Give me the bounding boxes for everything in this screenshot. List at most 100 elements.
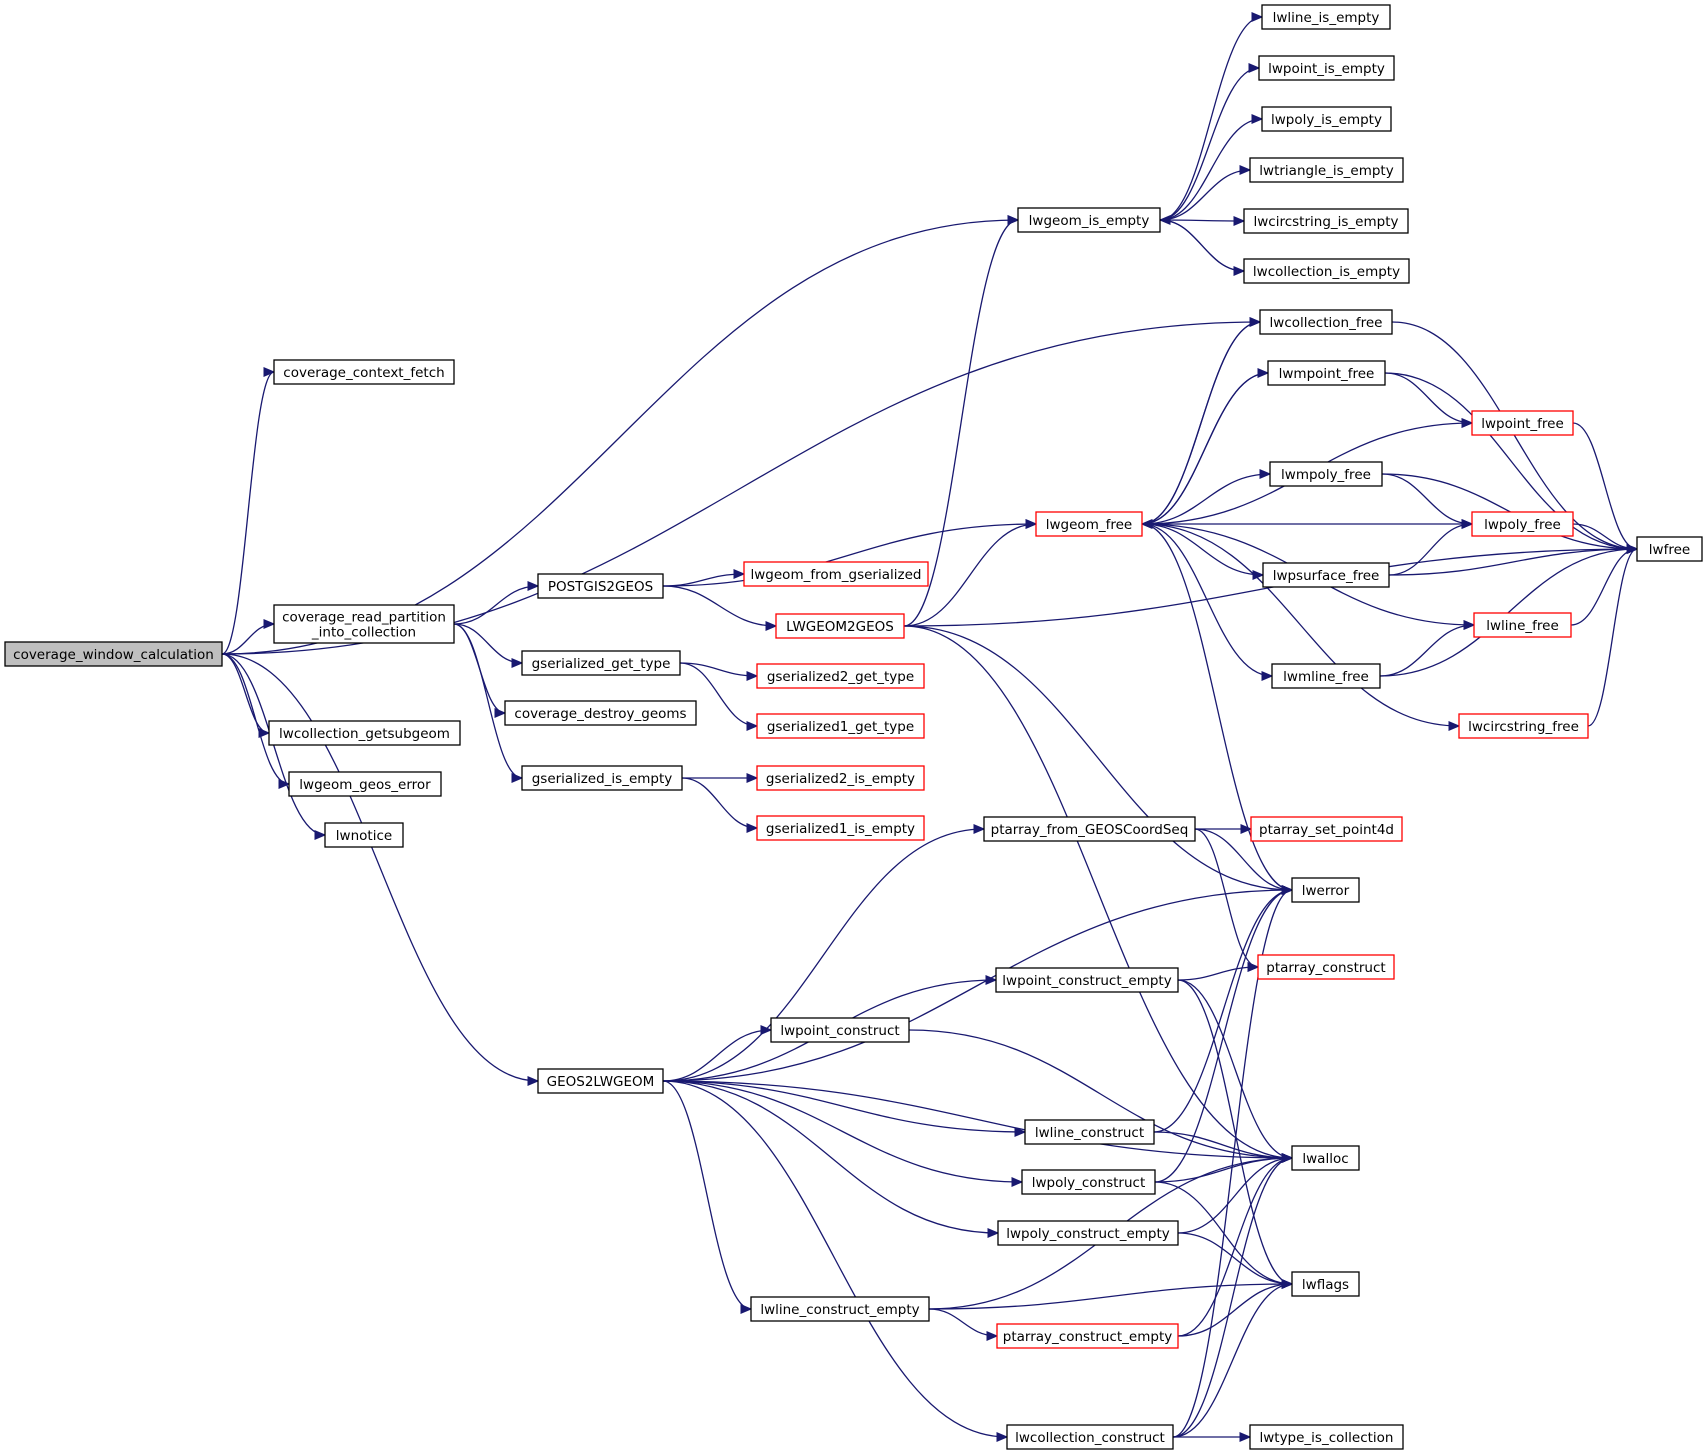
node-box [1267, 360, 1386, 386]
function-node-ptcons[interactable]: ptarray_construct [1257, 954, 1395, 980]
arrowhead [1448, 721, 1461, 731]
call-edge-lwptcons-to-lwalloc [908, 1029, 1293, 1159]
node-box [1258, 55, 1395, 81]
node-label: GEOS2LWGEOM [547, 1074, 655, 1090]
node-label: lwpoly_free [1484, 517, 1561, 533]
node-label: gserialized_get_type [532, 656, 671, 672]
function-node-lwpolyisempty[interactable]: lwpoly_is_empty [1261, 106, 1392, 132]
arrowhead [765, 621, 778, 631]
function-node-lwerror[interactable]: lwerror [1291, 877, 1360, 903]
arrowhead [263, 367, 276, 377]
function-node-lwlineisempty[interactable]: lwline_is_empty [1261, 4, 1391, 30]
function-node-lwpolycons[interactable]: lwpoly_construct [1021, 1169, 1156, 1195]
function-node-lwnotice[interactable]: lwnotice [324, 822, 404, 848]
function-node-lwcircfree[interactable]: lwcircstring_free [1458, 713, 1589, 739]
function-node-destroygeoms[interactable]: coverage_destroy_geoms [504, 700, 697, 726]
function-node-lwmptfree[interactable]: lwmpoint_free [1267, 360, 1386, 386]
node-box [743, 561, 929, 587]
node-label: lwmpoint_free [1279, 366, 1375, 382]
call-edge-lwpsurffree-to-lwfree [1388, 548, 1638, 576]
function-node-lwgeom2geos[interactable]: LWGEOM2GEOS [775, 613, 905, 639]
function-node-lwptfree[interactable]: lwpoint_free [1471, 410, 1574, 436]
function-node-lwcollfree[interactable]: lwcollection_free [1259, 309, 1393, 335]
node-box [1257, 954, 1395, 980]
function-node-lwlinefree[interactable]: lwline_free [1473, 612, 1572, 638]
function-node-root[interactable]: coverage_window_calculation [4, 641, 223, 667]
function-node-lwtypeiscoll[interactable]: lwtype_is_collection [1249, 1424, 1404, 1450]
node-label: lwalloc [1302, 1151, 1348, 1167]
function-node-ctxfetch[interactable]: coverage_context_fetch [273, 359, 455, 385]
node-label: ptarray_set_point4d [1259, 822, 1394, 838]
arrowhead [1626, 544, 1639, 554]
call-edge-geos2lwgeom-to-lwptcons [662, 1029, 772, 1082]
function-node-lwtriisempty[interactable]: lwtriangle_is_empty [1249, 157, 1404, 183]
call-edge-root-to-geos2lwgeom [221, 653, 539, 1082]
arrowhead [1461, 418, 1474, 428]
function-node-lwlineconsempty[interactable]: lwline_construct_empty [750, 1296, 930, 1322]
function-node-postgis2geos[interactable]: POSTGIS2GEOS [537, 573, 664, 599]
call-edge-gsgettype-to-gs1gettype [679, 662, 758, 727]
function-node-gs2gettype[interactable]: gserialized2_get_type [756, 663, 925, 689]
call-edge-postgis2geos-to-lwgeom2geos [662, 585, 777, 627]
node-label: lwtriangle_is_empty [1259, 163, 1393, 179]
function-node-lwlinecons[interactable]: lwline_construct [1024, 1119, 1155, 1145]
function-node-lwflags[interactable]: lwflags [1291, 1271, 1360, 1297]
arrowhead [1240, 824, 1253, 834]
function-node-lwmlinefree[interactable]: lwmline_free [1271, 663, 1381, 689]
function-node-geos2lwgeom[interactable]: GEOS2LWGEOM [537, 1068, 664, 1094]
function-nodes: coverage_window_calculation coverage_cont… [4, 4, 1703, 1450]
arrowhead [511, 658, 524, 668]
call-edge-lwgeomisempty-to-lwtriisempty [1159, 169, 1251, 221]
node-label: lwtype_is_collection [1259, 1430, 1393, 1446]
function-node-getsubgeom[interactable]: lwcollection_getsubgeom [268, 720, 461, 746]
call-edge-geos2lwgeom-to-lwcollcons [662, 1080, 1008, 1438]
arrowhead [263, 619, 276, 629]
function-node-lwgeomisempty[interactable]: lwgeom_is_empty [1017, 207, 1161, 233]
call-edge-ptfromgeos-to-ptcons [1194, 828, 1259, 968]
node-label: lwfree [1649, 542, 1690, 558]
arrowhead [1011, 1177, 1024, 1187]
function-node-lwcollcons[interactable]: lwcollection_construct [1006, 1424, 1174, 1450]
call-edge-lwpolyconsempty-to-lwflags [1177, 1232, 1293, 1285]
function-node-readpart[interactable]: coverage_read_partition_into_collection [273, 604, 455, 644]
function-node-ptfromgeos[interactable]: ptarray_from_GEOSCoordSeq [983, 816, 1196, 842]
function-node-ptsetpoint4d[interactable]: ptarray_set_point4d [1250, 816, 1403, 842]
function-node-ptconsempty[interactable]: ptarray_construct_empty [996, 1323, 1179, 1349]
function-node-gs1isempty[interactable]: gserialized1_is_empty [756, 815, 925, 841]
function-node-lwcircisempty[interactable]: lwcircstring_is_empty [1243, 208, 1409, 234]
function-node-lwpsurffree[interactable]: lwpsurface_free [1262, 562, 1390, 588]
node-label: lwline_construct [1035, 1125, 1144, 1141]
call-edge-lwgeom2geos-to-lwerror [903, 625, 1293, 891]
call-edge-lwgeom2geos-to-lwalloc [903, 625, 1293, 1159]
function-node-lwalloc[interactable]: lwalloc [1291, 1145, 1360, 1171]
function-node-lwpolyfree[interactable]: lwpoly_free [1471, 511, 1574, 537]
node-label: lwmline_free [1283, 669, 1369, 685]
node-box [1006, 1424, 1174, 1450]
call-edge-lwlineconsempty-to-lwflags [928, 1283, 1293, 1310]
call-edge-lwgeomisempty-to-lwcircisempty [1159, 219, 1245, 222]
node-box [268, 720, 461, 746]
function-node-gsisempty[interactable]: gserialized_is_empty [521, 765, 683, 791]
function-node-lwpolyconsempty[interactable]: lwpoly_construct_empty [997, 1220, 1179, 1246]
function-node-gs1gettype[interactable]: gserialized1_get_type [756, 713, 925, 739]
arrowhead [733, 569, 746, 579]
function-node-gsgettype[interactable]: gserialized_get_type [521, 650, 681, 676]
call-edge-geos2lwgeom-to-lwpolyconsempty [662, 1080, 999, 1234]
function-node-lwptisempty[interactable]: lwpoint_is_empty [1258, 55, 1395, 81]
function-node-lwmpolyfree[interactable]: lwmpoly_free [1269, 461, 1383, 487]
function-node-gs2isempty[interactable]: gserialized2_is_empty [756, 765, 925, 791]
arrowhead [1239, 1432, 1252, 1442]
function-node-geoserr[interactable]: lwgeom_geos_error [288, 771, 442, 797]
function-node-lwptcons[interactable]: lwpoint_construct [770, 1017, 910, 1043]
node-label: gserialized2_is_empty [766, 771, 915, 787]
function-node-lwfree[interactable]: lwfree [1636, 536, 1703, 562]
function-node-lwcollisempty[interactable]: lwcollection_is_empty [1243, 258, 1410, 284]
function-node-lwgeomfree[interactable]: lwgeom_free [1035, 511, 1143, 537]
call-edge-lwcollcons-to-lwalloc [1172, 1157, 1293, 1438]
node-label: POSTGIS2GEOS [548, 579, 653, 595]
function-node-lwgeomfromgs[interactable]: lwgeom_from_gserialized [743, 561, 929, 587]
function-node-lwptconsempty[interactable]: lwpoint_construct_empty [995, 967, 1179, 993]
node-box [521, 650, 681, 676]
arrowhead [278, 779, 291, 789]
call-edge-lwgeomfree-to-lwmpolyfree [1141, 473, 1271, 525]
